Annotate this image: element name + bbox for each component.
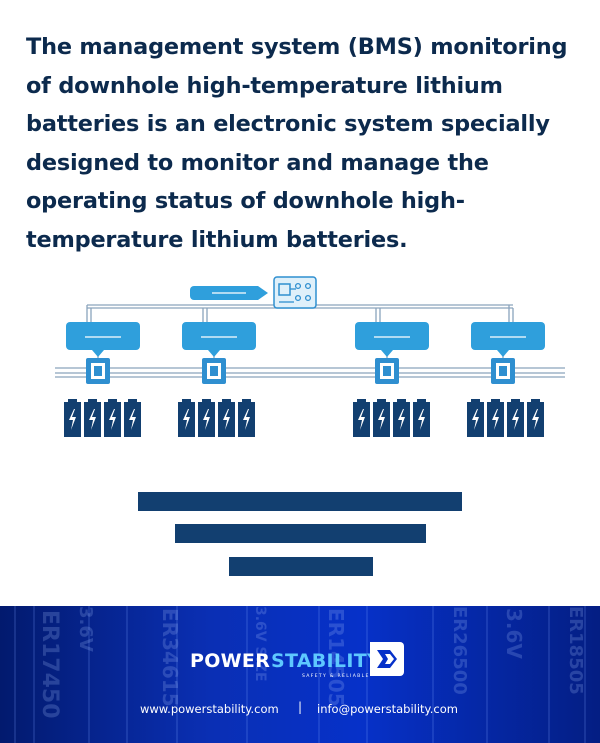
brand-tagline: SAFETY & RELIABLE (302, 674, 370, 679)
battery-lightning-icon (178, 399, 195, 437)
footer-bg-text: ER34615 (158, 608, 182, 707)
intro-text: The management system (BMS) monitoring o… (26, 34, 568, 253)
battery-lightning-icon (527, 399, 544, 437)
footer-bg-text: 3.6V (502, 608, 526, 659)
topology-lines (55, 304, 565, 378)
cpu-chip-icon (375, 358, 399, 384)
battery-lightning-icon (124, 399, 141, 437)
bms-architecture-diagram (55, 276, 565, 437)
contact-separator: | (298, 700, 303, 714)
battery-lightning-icon (64, 399, 81, 437)
module-label-bubble-2 (182, 322, 256, 357)
module-label-bubble-3 (355, 322, 429, 357)
footer-bg-text: ER17450 (37, 610, 62, 719)
footer-bg-text: ER18505 (565, 606, 586, 695)
circuit-board-icon (273, 276, 317, 309)
cpu-chip-icon (491, 358, 515, 384)
battery-pack-3 (353, 399, 430, 437)
battery-lightning-icon (487, 399, 504, 437)
battery-lightning-icon (218, 399, 235, 437)
cpu-chip-icon (86, 358, 110, 384)
cpu-chip-icon (202, 358, 226, 384)
brand-word-a: POWER (190, 650, 271, 672)
footer-bg-text: ER26500 (449, 606, 470, 695)
battery-lightning-icon (393, 399, 410, 437)
controller-label-bubble (190, 286, 268, 300)
decorative-bar-3 (229, 557, 373, 576)
battery-lightning-icon (84, 399, 101, 437)
battery-lightning-icon (104, 399, 121, 437)
battery-pack-4 (467, 399, 544, 437)
footer-banner: ER17450 3.6V ER34615 3.6V SIZE ER14505 E… (0, 606, 600, 743)
module-label-bubble-1 (66, 322, 140, 357)
battery-pack-2 (178, 399, 255, 437)
footer-bg-text: 3.6V (75, 606, 96, 652)
decorative-bar-1 (138, 492, 462, 511)
website-link[interactable]: www.powerstability.com (140, 702, 279, 716)
brand-mark-icon (370, 642, 404, 676)
battery-lightning-icon (198, 399, 215, 437)
battery-lightning-icon (353, 399, 370, 437)
brand-word-b: STABILITY (271, 650, 382, 672)
battery-lightning-icon (238, 399, 255, 437)
battery-lightning-icon (467, 399, 484, 437)
battery-lightning-icon (373, 399, 390, 437)
battery-lightning-icon (413, 399, 430, 437)
decorative-bar-2 (175, 524, 426, 543)
battery-pack-1 (64, 399, 141, 437)
battery-lightning-icon (507, 399, 524, 437)
module-label-bubble-4 (471, 322, 545, 357)
email-link[interactable]: info@powerstability.com (317, 702, 458, 716)
